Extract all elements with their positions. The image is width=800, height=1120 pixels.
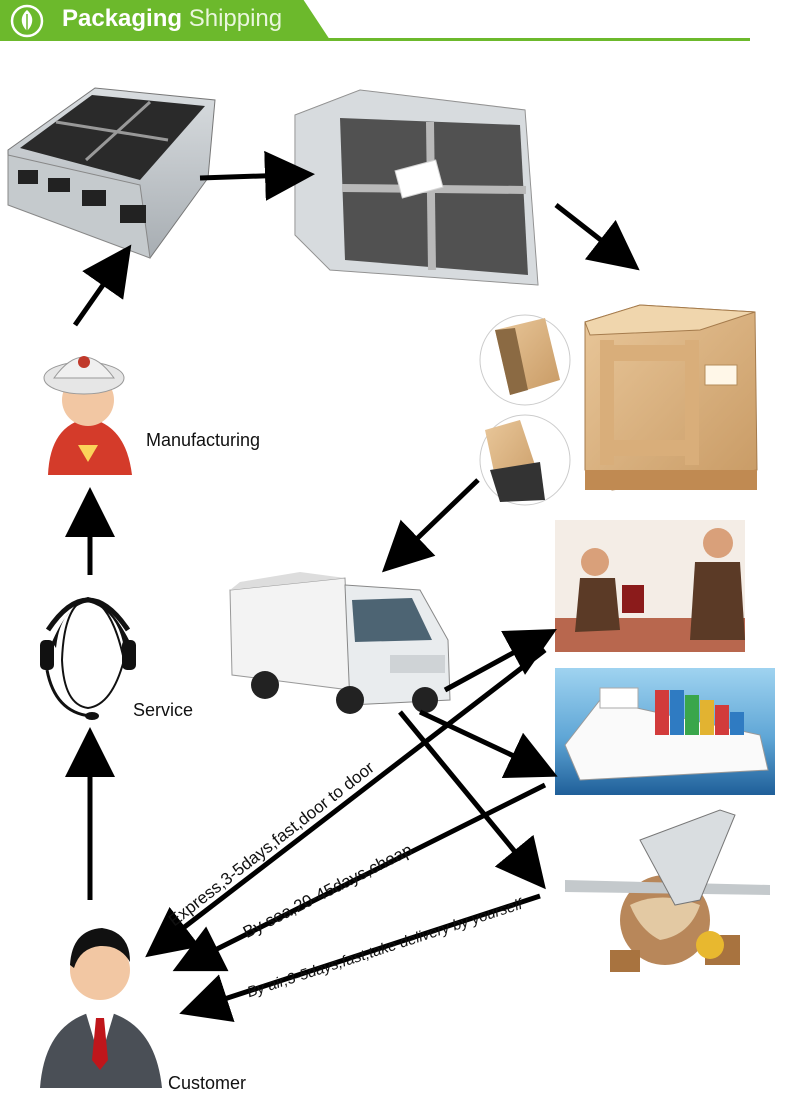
service-label: Service (133, 700, 194, 720)
arrow-crate-to-truck (381, 478, 480, 573)
arrow-courier-to-customer (145, 648, 547, 958)
arrow-plane-to-customer (179, 893, 541, 1023)
crate-detail-bottom-image (479, 414, 571, 506)
header-tab (0, 0, 330, 40)
arrow-ship-to-customer (172, 782, 547, 972)
arrow-wrapped-to-crate (554, 203, 640, 271)
flow-arrows (65, 150, 640, 1023)
wooden-crate-image (584, 304, 758, 491)
header-divider (0, 38, 750, 41)
courier-delivery-image (555, 520, 745, 652)
arrow-cooker-to-wrapped (199, 150, 315, 201)
section-header: Packaging Shipping (0, 0, 750, 42)
arrow-manufacturing-to-cooker (72, 244, 132, 327)
cargo-ship-image (555, 668, 775, 795)
manufacturing-label: Manufacturing (146, 430, 261, 450)
customer-businessman-icon (40, 928, 162, 1088)
leaf-logo-icon (10, 4, 44, 38)
airplane-globe-image (565, 809, 770, 972)
delivery-truck-image (229, 572, 451, 714)
arrow-truck-to-plane (398, 710, 546, 890)
manufacturing-worker-icon (43, 356, 132, 475)
induction-cooker-image (7, 87, 216, 259)
crate-detail-top-image (479, 314, 571, 406)
arrow-truck-to-courier (443, 629, 557, 693)
arrow-truck-to-ship (418, 709, 558, 779)
service-headset-icon (40, 596, 136, 720)
wrapped-cooker-image (294, 89, 539, 286)
header-title: Packaging Shipping (62, 5, 283, 32)
customer-label: Customer (168, 1073, 247, 1093)
